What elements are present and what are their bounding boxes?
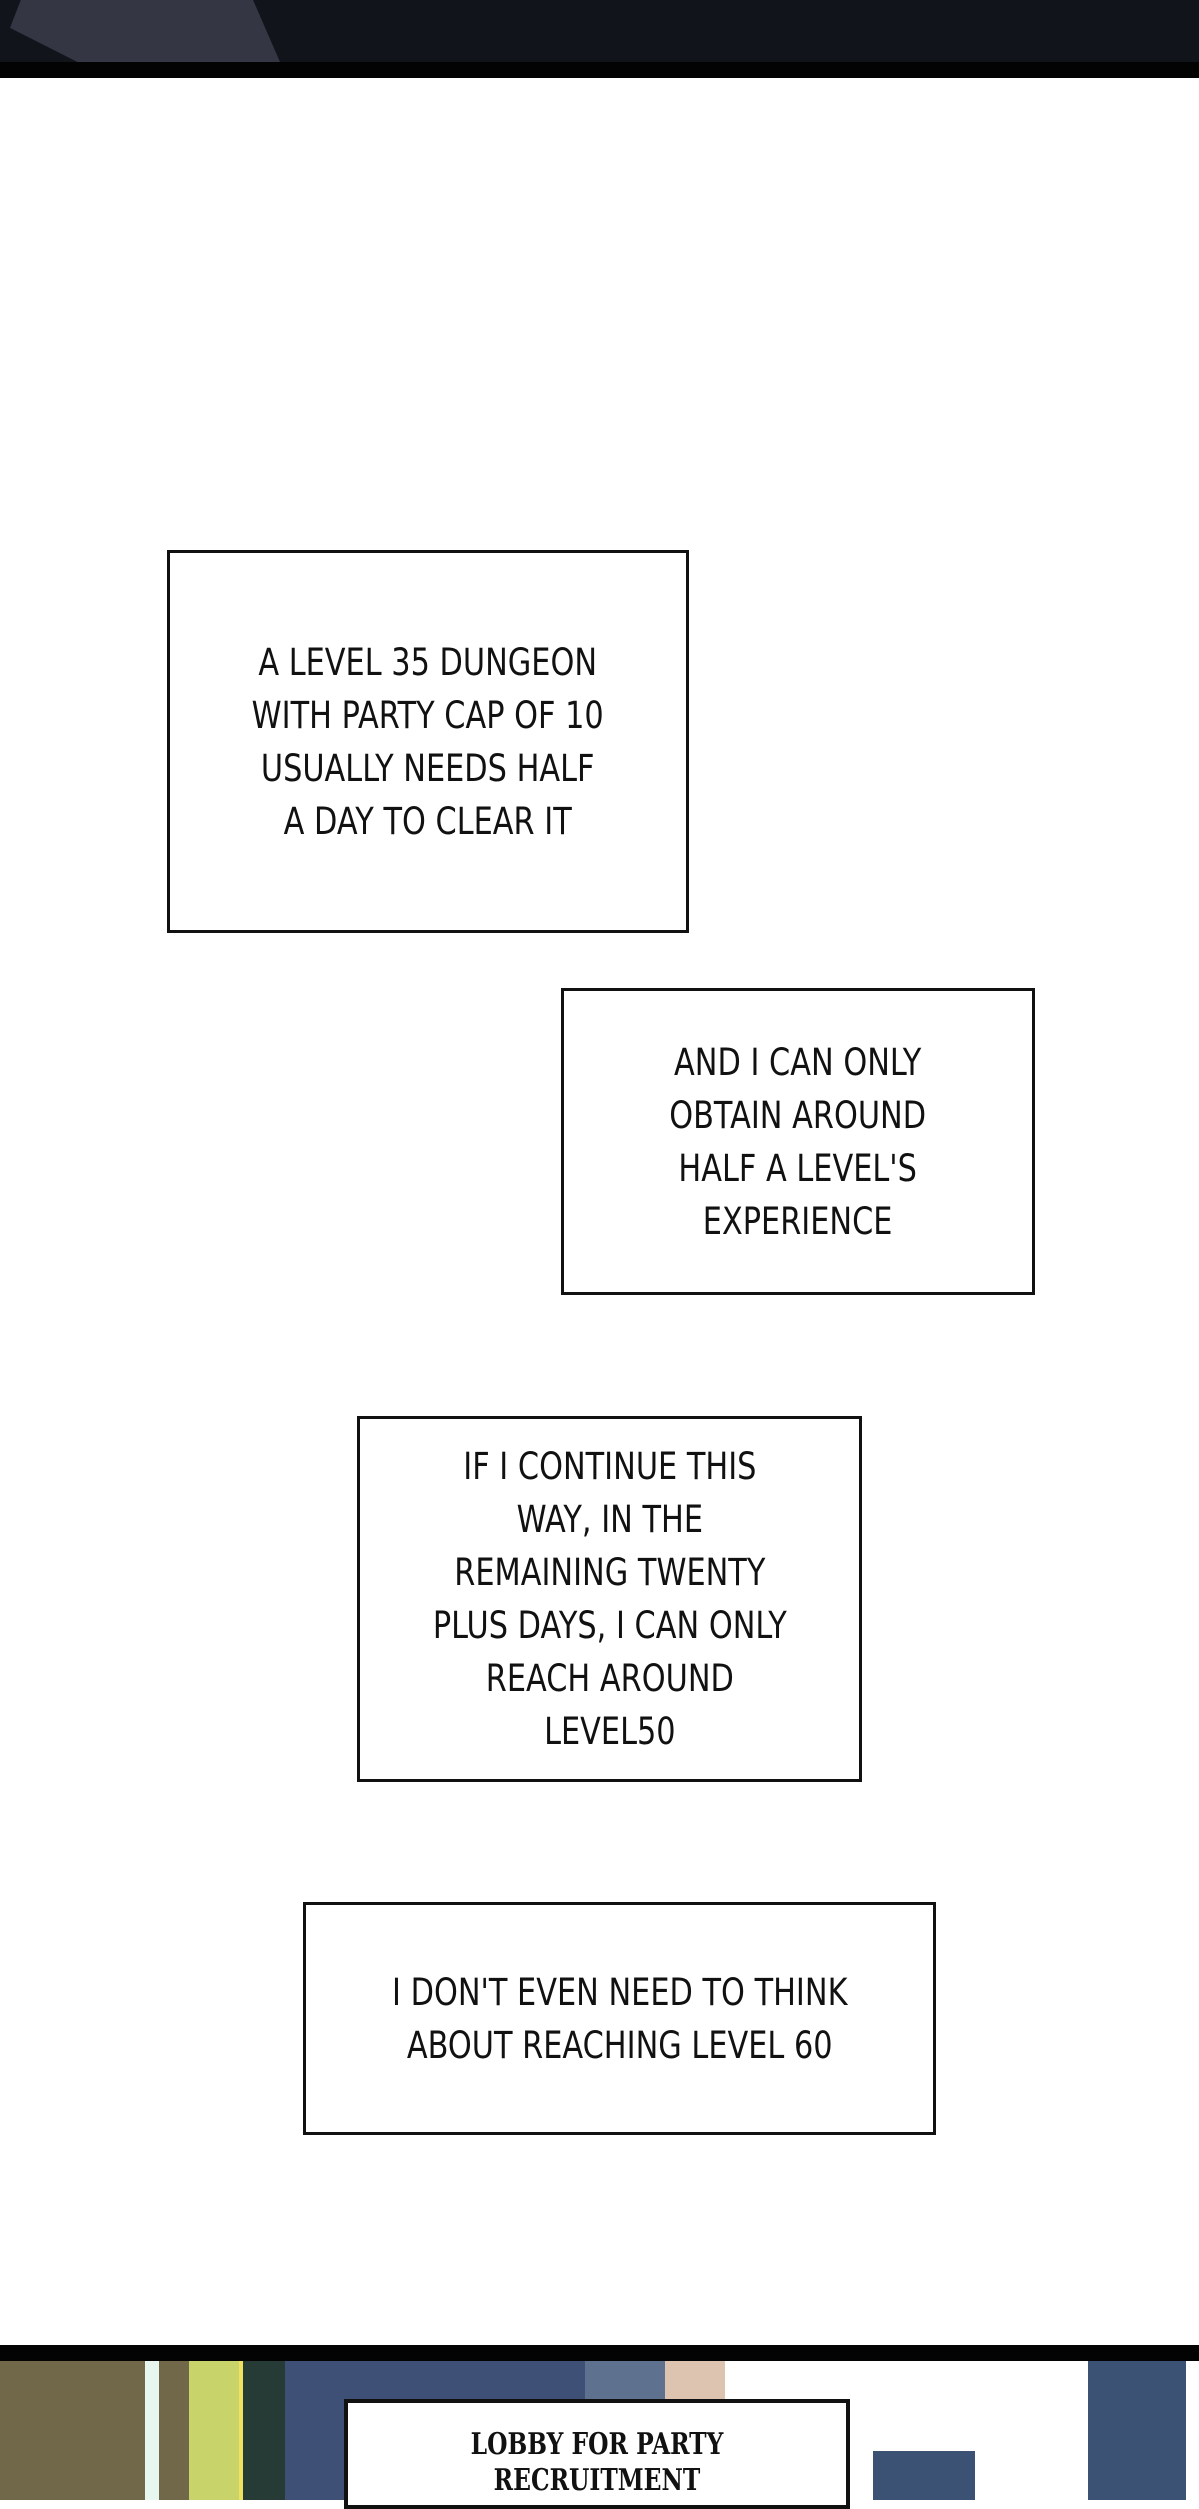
caption-box-3: IF I CONTINUE THIS WAY, IN THE REMAINING… [357, 1416, 862, 1782]
location-label-box: LOBBY FOR PARTY RECRUITMENT [344, 2399, 850, 2509]
caption-text: IF I CONTINUE THIS WAY, IN THE REMAINING… [432, 1445, 787, 1753]
top-panel-shape [10, 0, 280, 62]
panel-border [0, 62, 1199, 78]
caption-text: I DON'T EVEN NEED TO THINK ABOUT REACHIN… [391, 1970, 848, 2067]
location-label-text: LOBBY FOR PARTY RECRUITMENT [470, 2427, 724, 2498]
top-panel-art [0, 0, 1199, 62]
panel-border [0, 2345, 1199, 2361]
caption-text: AND I CAN ONLY OBTAIN AROUND HALF A LEVE… [669, 1040, 927, 1243]
caption-box-1: A LEVEL 35 DUNGEON WITH PARTY CAP OF 10 … [167, 550, 689, 933]
caption-text: A LEVEL 35 DUNGEON WITH PARTY CAP OF 10 … [251, 640, 605, 843]
caption-box-2: AND I CAN ONLY OBTAIN AROUND HALF A LEVE… [561, 988, 1035, 1295]
caption-box-4: I DON'T EVEN NEED TO THINK ABOUT REACHIN… [303, 1902, 936, 2135]
